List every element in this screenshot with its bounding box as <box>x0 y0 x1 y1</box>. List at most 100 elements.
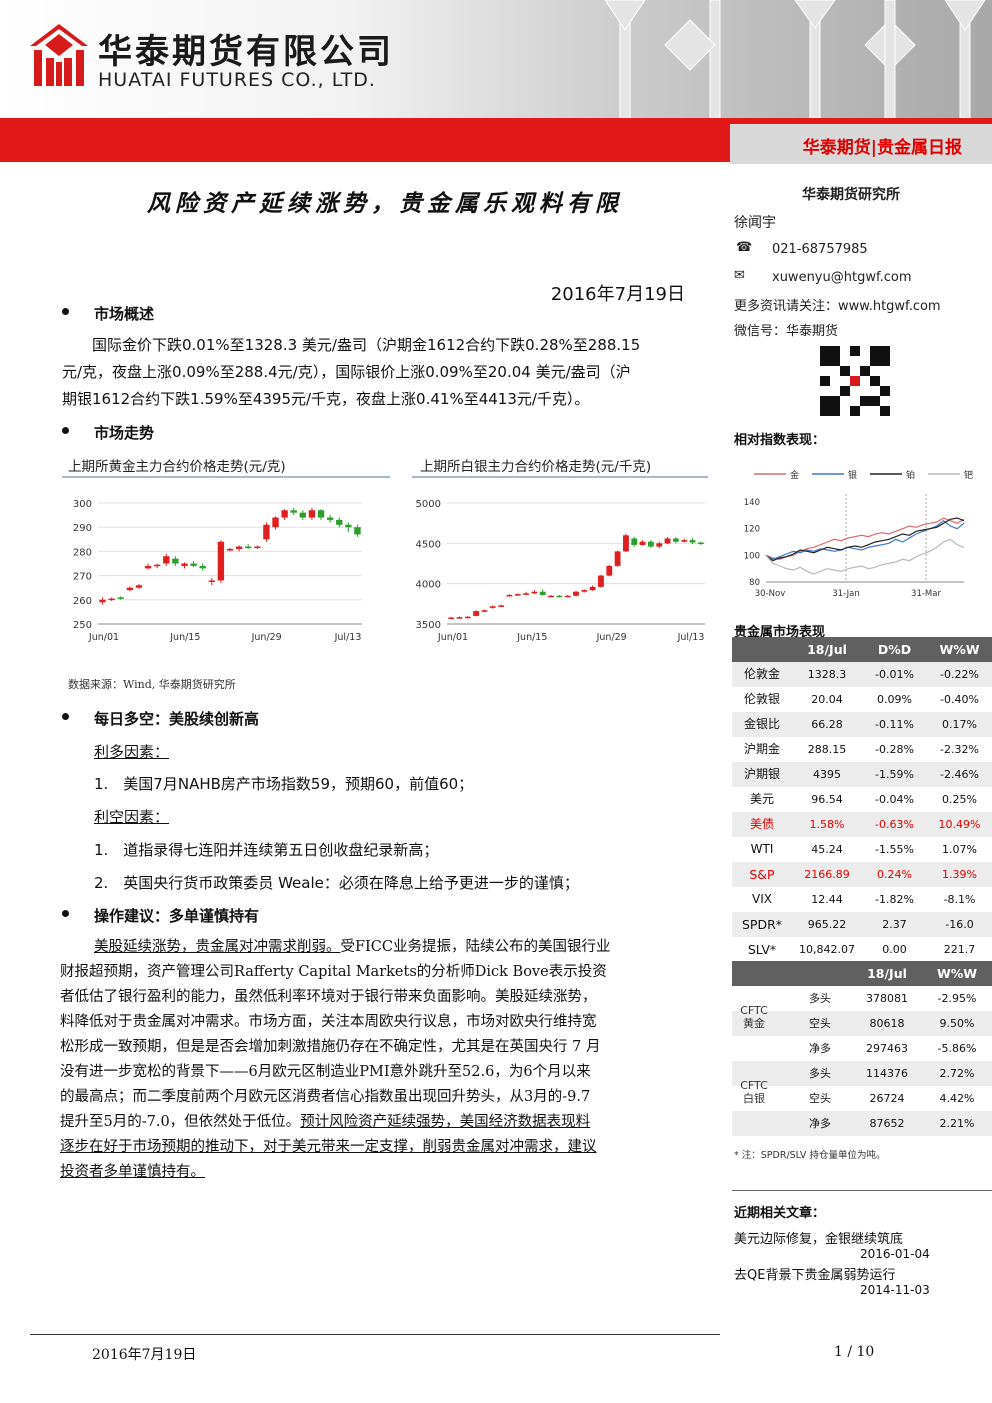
candle-body <box>623 535 629 552</box>
row-daily-change: 0.24% <box>877 868 912 881</box>
row-value: 26724 <box>869 1092 905 1105</box>
y-tick-label: 290 <box>73 523 92 534</box>
related-article-link[interactable]: 美元边际修复，金银继续筑底 <box>734 1232 904 1247</box>
x-tick-label: Jul/13 <box>677 632 705 643</box>
advice-line: 的最高点；而二季度前两个月欧元区消费者信心指数虽出现回升势头，从3月的-9.7 <box>60 1085 720 1110</box>
candle-body <box>272 517 279 528</box>
candle-body <box>481 610 488 612</box>
candle-body <box>345 524 352 528</box>
candle-body <box>514 594 521 596</box>
row-name: 空头 <box>809 1092 831 1105</box>
candle-body <box>299 512 307 518</box>
row-value: 4395 <box>813 768 841 781</box>
y-tick-label: 3500 <box>416 620 441 631</box>
candle-body <box>564 595 571 598</box>
candle-body <box>614 551 621 566</box>
row-name: 美债 <box>749 817 774 831</box>
row-weekly-change: -0.40% <box>940 693 979 706</box>
x-tick-label: Jun/01 <box>88 632 119 643</box>
row-value: 965.22 <box>807 918 847 931</box>
candle-body <box>290 510 297 513</box>
overview-line: 元/克，夜盘上涨0.09%至288.4元/克），国际银价上涨0.09%至20.0… <box>62 363 631 381</box>
advice-line: 料降低对于贵金属对冲需求。市场方面，关注本周欧央行议息，市场对欧央行维持宽 <box>60 1010 720 1035</box>
header-decoration <box>604 0 986 118</box>
row-name: 沪期银 <box>743 767 780 781</box>
cftc-group-label: CFTC 黄金 <box>740 1004 768 1030</box>
row-daily-change: -0.11% <box>875 718 914 731</box>
footer-rule <box>30 1334 720 1335</box>
candle-body <box>506 594 513 597</box>
candle-body <box>581 590 588 592</box>
candle-body <box>689 540 696 543</box>
row-daily-change: -0.28% <box>875 743 914 756</box>
candle-body <box>664 538 671 544</box>
row-value: 20.04 <box>811 693 843 706</box>
row-name: 伦敦银 <box>743 692 780 706</box>
candle-body <box>639 541 646 545</box>
analyst-name: 徐闻宇 <box>734 215 776 231</box>
row-weekly-change: 9.50% <box>939 1017 975 1030</box>
overview-line: 期银1612合约下跌1.59%至4395元/千克，夜盘上涨0.41%至4413元… <box>62 390 590 408</box>
y-tick-label: 5000 <box>416 499 441 510</box>
advice-emphasis: 预计风险资产延续强势，美国经济数据表现料 <box>300 1114 591 1130</box>
row-name: 美元 <box>749 792 774 806</box>
related-article-date: 2014-11-03 <box>860 1283 930 1297</box>
candle-body <box>598 575 604 587</box>
legend-label: 金 <box>790 469 799 481</box>
footer-date: 2016年7月19日 <box>92 1347 197 1363</box>
candle-body <box>456 617 463 619</box>
section-heading-trend: 市场走势 <box>94 424 155 442</box>
market-table-title: 贵金属市场表现 <box>734 625 826 640</box>
candle-body <box>308 510 316 518</box>
market-table-header-cell <box>732 637 792 662</box>
cftc-table-header-cell: 18/Jul <box>867 966 907 981</box>
row-name: S&P <box>749 867 775 882</box>
bullet-icon <box>62 713 69 720</box>
wechat-id: 微信号：华泰期货 <box>734 324 839 339</box>
row-daily-change: -0.01% <box>875 668 914 681</box>
y-tick-label: 120 <box>744 525 760 535</box>
header-tag-background <box>730 124 992 164</box>
advice-text: 受FICC业务提振，陆续公布的美国银行业 <box>340 939 611 955</box>
candle-body <box>254 546 261 549</box>
report-type-tag: 华泰期货|贵金属日报 <box>802 138 962 158</box>
gold-chart-title: 上期所黄金主力合约价格走势(元/克) <box>68 459 286 475</box>
row-weekly-change: 2.21% <box>939 1117 975 1130</box>
row-weekly-change: 1.39% <box>942 868 977 881</box>
overview-line: 国际金价下跌0.01%至1328.3 美元/盎司（沪期金1612合约下跌0.28… <box>92 336 641 354</box>
row-daily-change: -1.55% <box>875 843 914 856</box>
candle-body <box>489 606 496 608</box>
candle-body <box>317 510 325 518</box>
candle-body <box>181 563 188 566</box>
candle-body <box>697 542 704 545</box>
row-name: VIX <box>752 892 772 906</box>
bear-factor-item: 1. 道指录得七连阳并连续第五日创收盘纪录新高； <box>94 841 439 859</box>
row-daily-change: -1.82% <box>875 893 914 906</box>
bullet-icon <box>62 427 69 434</box>
candle-body <box>208 580 215 582</box>
row-name: SPDR* <box>741 917 783 932</box>
advice-line: 者低估了银行盈利的能力，虽然低利率环境对于银行带来负面影响。美股延续涨势， <box>60 985 720 1010</box>
candle-body <box>631 538 638 545</box>
qr-code-icon <box>820 346 890 416</box>
company-name-en: HUATAI FUTURES CO., LTD. <box>98 69 376 91</box>
row-weekly-change: -0.22% <box>940 668 979 681</box>
related-article-link[interactable]: 去QE背景下贵金属弱势运行 <box>734 1268 896 1283</box>
row-value: 96.54 <box>811 793 843 806</box>
x-tick-label: Jun/01 <box>437 632 468 643</box>
candle-body <box>226 548 234 551</box>
row-value: 1.58% <box>809 818 845 831</box>
advice-text: 财报超预期，资产管理公司Rafferty Capital Markets的分析师… <box>60 964 607 980</box>
candle-body <box>448 617 455 620</box>
candle-body <box>681 540 688 542</box>
row-weekly-change: 2.72% <box>939 1067 975 1080</box>
y-tick-label: 300 <box>73 499 92 510</box>
